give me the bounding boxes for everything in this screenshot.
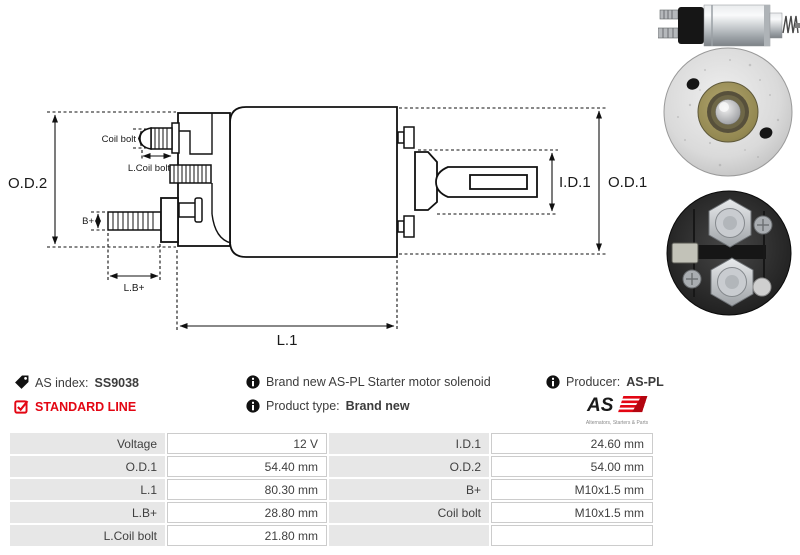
spec-value: 12 V [167,433,327,454]
spec-label: Coil bolt [329,502,489,523]
logo-caption: Alternators, Starters & Parts [585,420,649,426]
producer-value: AS-PL [626,375,664,389]
spec-label: L.1 [10,479,165,500]
as-index-row: AS index: SS9038 [14,375,139,390]
spec-label: O.D.2 [329,456,489,477]
label-id1: I.D.1 [559,174,591,191]
small-screw [753,215,773,235]
product-photo-back [666,190,792,316]
logo-text: AS [586,395,614,414]
label-l-b-plus: L.B+ [124,283,145,294]
product-type-row: Product type: Brand new [246,399,410,413]
technical-drawing: O.D.2 Coil bolt L.Coil bolt B+ L.B+ L.1 … [8,106,647,349]
contact-bolt-top [708,198,752,248]
dimension-arrows [52,110,602,329]
mounting-studs [397,126,415,238]
dimension-extension-lines [47,107,606,331]
tag-icon [15,375,29,389]
b-plus-bolt-shape [107,197,203,243]
solenoid-cylinder-photo [703,4,771,47]
spec-label: Voltage [10,433,165,454]
spec-label: L.Coil bolt [10,525,165,546]
threaded-collar-shape [169,164,212,184]
mount-hole [759,127,773,139]
metal-speckles [677,59,780,167]
info-icon [246,375,260,389]
spec-value: 54.00 mm [491,456,653,477]
spring-photo [782,15,799,34]
contact-bolt-bottom [710,257,754,307]
product-photo-side [658,4,800,47]
product-description: Brand new AS-PL Starter motor solenoid [266,375,491,389]
round-lug [752,277,772,297]
spec-value: 80.30 mm [167,479,327,500]
product-type-label: Product type: [266,399,340,413]
label-coil-bolt: Coil bolt [102,134,137,145]
as-index-value: SS9038 [94,375,139,390]
producer-row: Producer: AS-PL [546,375,664,389]
spec-value: 24.60 mm [491,433,653,454]
coil-bolt-shape [139,122,180,154]
spec-label: L.B+ [10,502,165,523]
label-l1: L.1 [277,332,298,349]
spec-label: O.D.1 [10,456,165,477]
small-screw [682,269,702,289]
spec-value: M10x1.5 mm [491,502,653,523]
label-od2: O.D.2 [8,175,47,192]
spec-table: Voltage 12 V I.D.1 24.60 mm O.D.1 54.40 … [10,433,653,546]
as-pl-logo-mark: AS [586,395,648,416]
spec-label: I.D.1 [329,433,489,454]
label-od1: O.D.1 [608,174,647,191]
plunger-shape [414,151,538,211]
spec-value: 54.40 mm [167,456,327,477]
product-photo-front [663,47,793,177]
mount-hole [686,78,700,90]
spec-value: 21.80 mm [167,525,327,546]
description-row: Brand new AS-PL Starter motor solenoid [246,375,491,389]
info-icon [246,399,260,413]
spec-value [491,525,653,546]
terminal-studs-photo [658,9,679,39]
producer-label: Producer: [566,375,621,389]
spec-label: B+ [329,479,489,500]
check-square-icon [14,400,29,414]
spec-label [329,525,489,546]
solenoid-body-outline [229,106,398,258]
spec-value: 28.80 mm [167,502,327,523]
label-b-plus: B+ [82,216,94,227]
standard-line-row: STANDARD LINE [14,399,136,414]
flat-terminal [671,242,699,264]
product-type-value: Brand new [345,399,410,413]
label-l-coil-bolt: L.Coil bolt [128,163,171,174]
standard-line-label: STANDARD LINE [35,399,137,414]
as-pl-logo: AS Alternators, Starters & Parts [584,394,650,426]
info-icon [546,375,560,389]
as-index-label: AS index: [35,375,89,390]
spec-value: M10x1.5 mm [491,479,653,500]
solenoid-cap-photo [678,7,704,44]
